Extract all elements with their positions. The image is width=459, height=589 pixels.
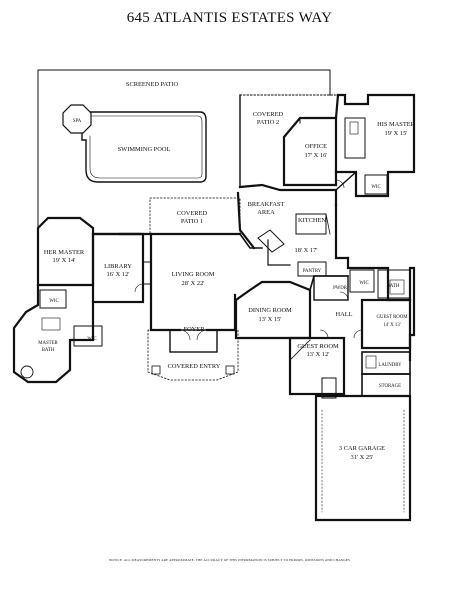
covered-patio-2-label-2: PATIO 2 [257,119,279,126]
wic-left-upper-label: WIC [49,299,58,304]
spa [62,104,92,134]
guest-room-right-outline [360,298,412,350]
kitchen-label: KITCHEN [298,217,326,224]
guest-room-right-label: GUEST ROOM [377,315,409,320]
disclaimer-notice: NOTICE: ALL MEASUREMENTS ARE APPROXIMATE… [108,558,351,562]
library-size: 16' X 12' [107,271,130,278]
garage-size: 31' X 25' [351,454,374,461]
wic-his-label: WIC [371,185,380,190]
kitchen-island [257,229,285,253]
swimming-pool-label: SWIMMING POOL [118,146,171,153]
covered-patio-1-label-2: PATIO 1 [181,218,203,225]
covered-entry-label: COVERED ENTRY [168,363,221,370]
foyer-label: FOYER [184,326,206,333]
breakfast-area-label-2: AREA [257,209,275,216]
storage-label: STORAGE [379,384,401,389]
covered-patio-2-label-1: COVERED [253,111,284,118]
pantry-label: PANTRY [303,269,322,274]
dining-room-size: 13' X 15' [259,316,282,323]
kitchen-size: 18' X 17' [295,247,318,254]
his-master-outline [334,93,416,198]
covered-entry-outline [147,329,239,381]
her-master-size: 19' X 14' [53,257,76,264]
his-master-size: 19' X 15' [385,130,408,137]
laundry-label: LAUNDRY [378,363,402,368]
living-room-size: 28' X 22' [182,280,205,287]
dining-room-outline [234,280,312,340]
breakfast-area-label-1: BREAKFAST [248,201,285,208]
wic-hall-label: WIC [359,281,368,286]
guest-room-center-outline [288,336,346,396]
swimming-pool [81,111,207,183]
guest-room-center-size: 13' X 12' [307,351,330,358]
master-bath-wing-outline [12,283,95,384]
living-room-label: LIVING ROOM [172,271,215,278]
guest-room-center-label: GUEST ROOM [297,343,339,350]
spa-label: SPA [73,119,82,124]
master-bath-label-2: BATH [42,348,55,353]
her-master-label: HER MASTER [44,249,85,256]
covered-patio-1-label-1: COVERED [177,210,208,217]
breakfast-area-outline [238,183,338,207]
pwdr-outline [313,275,349,301]
office-outline [282,116,338,187]
pwdr-label: PWDR [333,286,348,291]
guest-room-right-size: 14' X 13' [383,323,400,328]
right-wing-outline [346,256,416,362]
screened-patio-label: SCREENED PATIO [126,81,179,88]
floorplan-title: 645 ATLANTIS ESTATES WAY [126,10,333,26]
dining-room-label: DINING ROOM [248,307,292,314]
office-label: OFFICE [305,143,327,150]
living-room-outline [149,232,182,332]
foyer-outline [169,329,218,353]
garage-label: 3 CAR GARAGE [339,445,385,452]
his-master-label: HIS MASTER [377,121,416,128]
hall-label: HALL [335,311,352,318]
master-bath-label-1: MASTER [38,341,58,346]
library-label: LIBRARY [104,263,132,270]
office-size: 17' X 16' [305,152,328,159]
wic-left-lower-label: WIC [87,337,96,342]
bath-label: BATH [387,284,400,289]
